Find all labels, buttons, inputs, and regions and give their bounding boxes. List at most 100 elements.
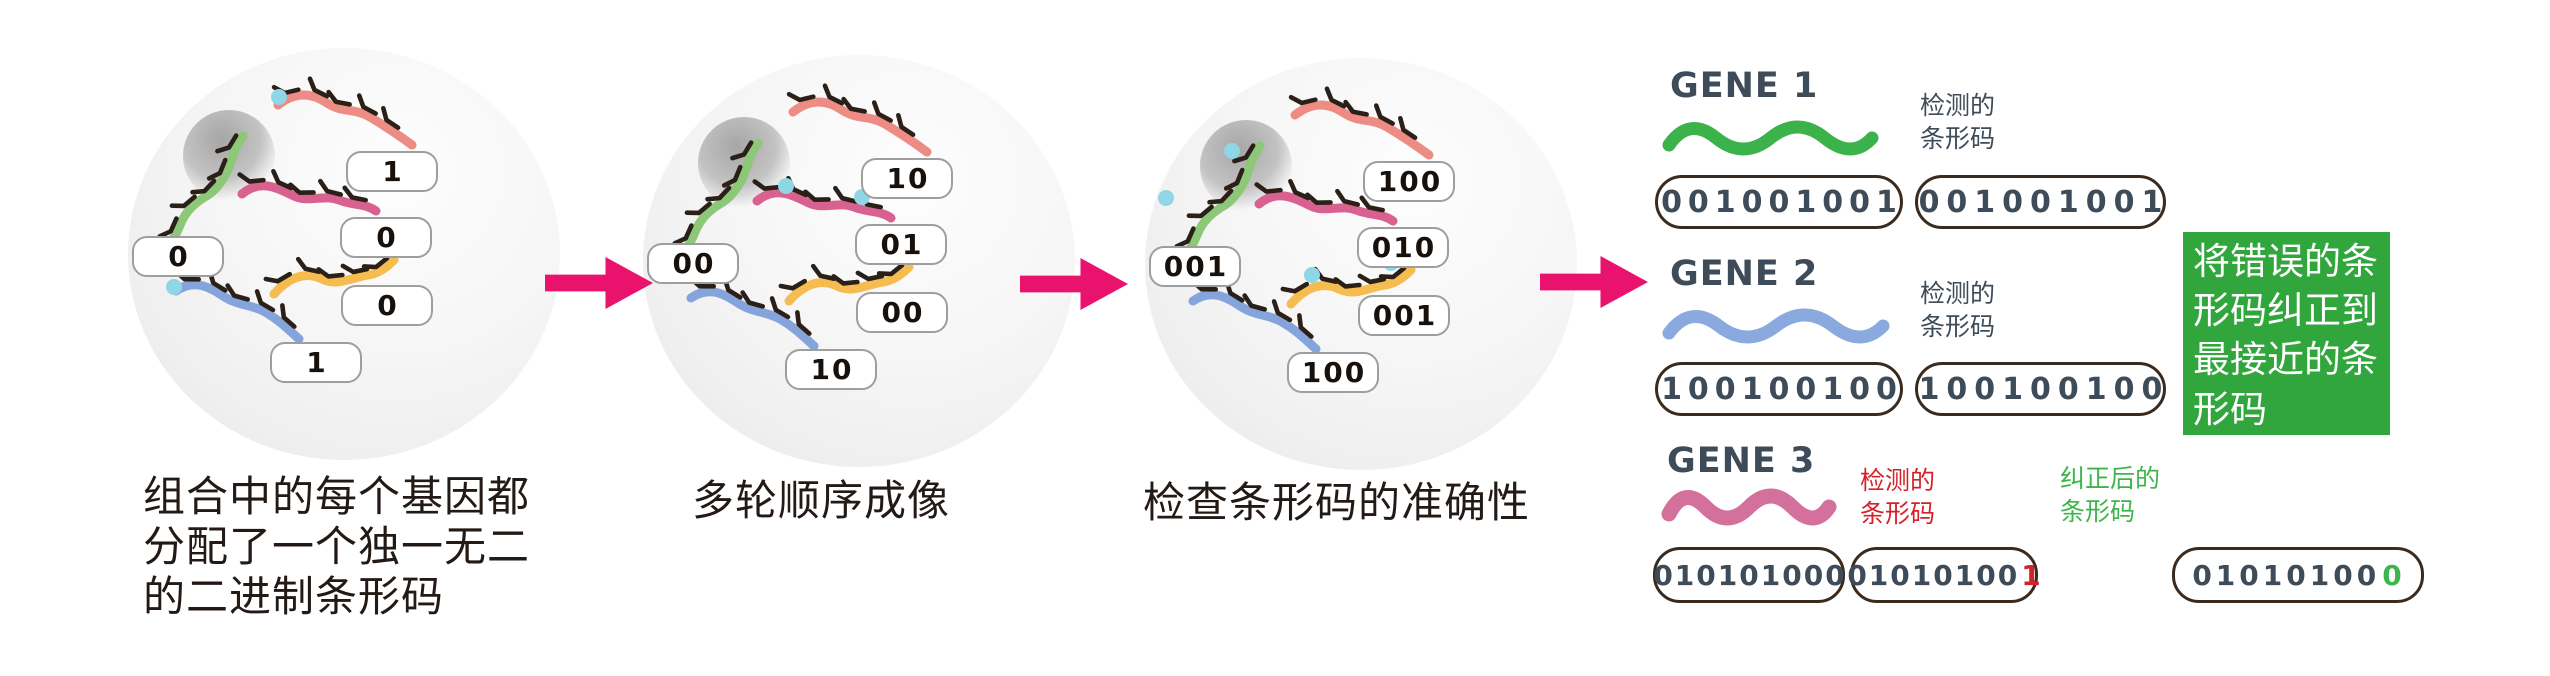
barcode-tag-yellow: 00 (856, 292, 948, 333)
probe-tick (361, 255, 390, 270)
probe-tick (271, 168, 294, 191)
probe-tick (307, 76, 330, 99)
probe-tick (206, 157, 228, 181)
note-line: 形码纠正到 (2193, 289, 2378, 333)
probe-tick (740, 290, 766, 309)
probe-tick (855, 270, 885, 282)
probe-tick (190, 178, 217, 195)
label-line: 检测的 (1860, 466, 1936, 495)
barcode-tag-yellow: 001 (1358, 295, 1450, 336)
probe-tick (237, 172, 266, 184)
gene-strand-blue (686, 287, 819, 351)
cell-circle-1: 0 1 0 0 1 (128, 48, 560, 460)
correction-note-box: 将错误的条 形码纠正到 最接近的条 形码 (2183, 232, 2390, 435)
gene-1-wave (1662, 120, 1879, 156)
probe-tick (876, 262, 905, 277)
probe-tick (1207, 188, 1234, 205)
fluorescent-dot (1224, 143, 1240, 159)
probe-tick (769, 296, 791, 320)
probe-tick (1373, 103, 1395, 126)
probe-tick (356, 93, 378, 116)
gene-wave-path (1662, 308, 1890, 344)
note-line: 形码 (2193, 387, 2267, 431)
assigned-barcode-pill: 100100100 (1655, 362, 1903, 416)
fluorescent-dot (1158, 190, 1174, 206)
barcode-digits: 01010100 (2192, 558, 2381, 592)
barcode-tag-green: 0 (132, 236, 224, 277)
caption-line: 组合中的每个基因都 (143, 472, 531, 521)
cell-genes-svg-2 (657, 83, 932, 351)
gene-row-2: GENE 2 检测的 条形码 100100100 100100100 (1650, 246, 2430, 426)
probe-tick (1357, 273, 1387, 285)
label-line: 条形码 (1860, 498, 1936, 528)
detected-barcode-label: 检测的 条形码 (1860, 465, 1935, 530)
probe-tick (263, 271, 293, 284)
gene-strand-yellow (1286, 265, 1416, 309)
gene-strand-blue (171, 280, 304, 344)
fluorescent-dot (778, 178, 794, 194)
gene-3-label: GENE 3 (1667, 441, 1816, 481)
barcode-tag-yellow: 0 (341, 285, 433, 326)
label-line: 纠正后的 (2060, 464, 2161, 493)
probe-tick (1297, 313, 1314, 339)
detected-barcode-label: 检测的 条形码 (1920, 278, 1995, 343)
note-line: 将错误的条 (2193, 240, 2378, 283)
fluorescent-dot (271, 89, 287, 105)
gene-strand-pink (1254, 191, 1398, 226)
probe-tick (752, 179, 781, 191)
probe-tick (381, 105, 401, 130)
probe-tick (316, 267, 345, 279)
barcode-tag-pink: 010 (1357, 227, 1449, 268)
barcode-digits: 01010100 (1847, 558, 2020, 592)
probe-tick (841, 96, 867, 114)
probe-tick (795, 310, 812, 336)
barcode-tag-pink: 0 (340, 217, 432, 258)
probe-tick (730, 140, 754, 161)
probe-tick (280, 303, 297, 329)
probe-tick (1305, 192, 1333, 205)
gene-strand-red (788, 97, 932, 157)
gene-row-3: GENE 3 检测的 条形码 纠正后的 条形码 010101000 010101… (1650, 433, 2430, 613)
probe-tick (672, 223, 694, 246)
probe-tick (810, 263, 837, 281)
label-line: 条形码 (1920, 311, 1996, 341)
barcode-tag-blue: 100 (1287, 352, 1379, 393)
gene-wave-path (1662, 120, 1879, 156)
probe-tick (1174, 226, 1196, 249)
flow-arrow-1 (545, 257, 653, 309)
corrected-digit: 0 (2382, 558, 2406, 592)
barcode-tag-pink: 01 (855, 224, 947, 265)
probe-tick (326, 89, 352, 107)
caption-step-3: 检查条形码的准确性 (1143, 478, 1530, 528)
barcode-digits: 001001001 (1661, 184, 1903, 220)
barcode-tag-green: 001 (1149, 246, 1241, 287)
probe-tick (215, 133, 239, 154)
barcode-tag-red: 10 (861, 158, 953, 199)
probe-tick (1232, 143, 1256, 164)
probe-tick (1333, 277, 1362, 289)
barcode-tag-red: 100 (1363, 161, 1455, 202)
gene-wave-path (1661, 488, 1837, 526)
caption-step-1: 组合中的每个基因都 分配了一个独一无二 的二进制条形码 (143, 472, 530, 622)
barcode-tag-blue: 10 (785, 349, 877, 390)
gene-strand-green (664, 138, 763, 274)
note-line: 最接近的条 (2193, 338, 2378, 382)
caption-line: 分配了一个独一无二 (143, 521, 531, 571)
probe-tick (295, 256, 322, 274)
probe-tick (684, 201, 712, 216)
gene-strand-green (149, 131, 248, 267)
gene-strand-red (1290, 100, 1434, 160)
probe-tick (831, 274, 860, 286)
probe-tick (1186, 204, 1214, 219)
assigned-barcode-pill: 010101000 (1653, 547, 1845, 603)
assigned-barcode-pill: 001001001 (1655, 175, 1903, 229)
barcode-digits: 100100100 (1918, 371, 2170, 407)
probe-tick (318, 178, 344, 197)
probe-tick (1378, 265, 1407, 280)
probe-tick (1359, 195, 1386, 213)
probe-tick (896, 112, 916, 137)
gene-strand-green (1166, 141, 1265, 277)
